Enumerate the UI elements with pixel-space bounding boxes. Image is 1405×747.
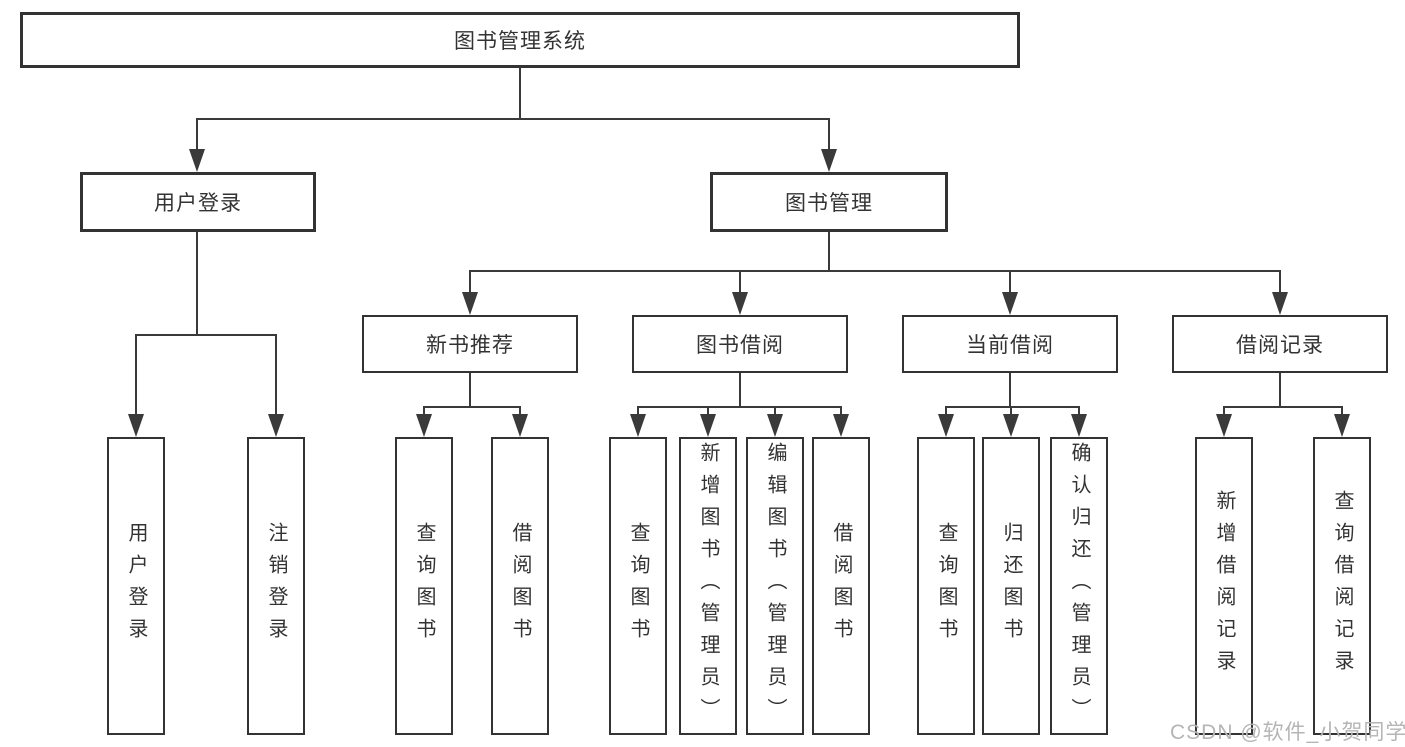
connector-line: [945, 406, 947, 418]
leaf-query-books-borrow: 查询图书: [609, 437, 667, 735]
connector-line: [707, 406, 709, 418]
leaf-label: 归还图书: [1000, 522, 1022, 650]
arrow-down-icon: [189, 149, 205, 172]
arrow-down-icon: [700, 414, 716, 437]
arrow-down-icon: [1334, 414, 1350, 437]
arrow-down-icon: [821, 149, 837, 172]
connector-line: [196, 232, 198, 336]
arrow-down-icon: [767, 414, 783, 437]
connector-line: [1341, 406, 1343, 418]
arrow-down-icon: [416, 414, 432, 437]
connector-line: [469, 373, 471, 408]
leaf-label: 查询图书: [627, 522, 649, 650]
leaf-label: 确认归还（管理员）: [1068, 442, 1090, 730]
leaf-borrow-books-recommend: 借阅图书: [491, 437, 549, 735]
connector-line: [1279, 270, 1281, 296]
leaf-query-books-recommend: 查询图书: [395, 437, 453, 735]
arrow-down-icon: [512, 414, 528, 437]
leaf-label: 查询借阅记录: [1331, 490, 1353, 682]
connector-line: [739, 270, 741, 296]
connector-line: [196, 118, 830, 120]
arrow-down-icon: [1216, 414, 1232, 437]
arrow-down-icon: [1272, 292, 1288, 315]
leaf-label: 用户登录: [125, 522, 147, 650]
arrow-down-icon: [938, 414, 954, 437]
leaf-query-borrow-record: 查询借阅记录: [1313, 437, 1371, 735]
connector-line: [1009, 270, 1011, 296]
leaf-confirm-return-admin: 确认归还（管理员）: [1050, 437, 1108, 735]
arrow-down-icon: [128, 414, 144, 437]
connector-line: [774, 406, 776, 418]
node-current-borrow: 当前借阅: [902, 315, 1118, 373]
leaf-label: 新增图书（管理员）: [697, 442, 719, 730]
leaf-add-books-admin: 新增图书（管理员）: [679, 437, 737, 735]
leaf-user-login: 用户登录: [107, 437, 165, 735]
connector-line: [275, 334, 277, 418]
leaf-label: 编辑图书（管理员）: [764, 442, 786, 730]
connector-line: [196, 118, 198, 154]
node-borrow-records: 借阅记录: [1172, 315, 1388, 373]
connector-line: [423, 406, 521, 408]
connector-line: [469, 270, 471, 296]
connector-line: [828, 232, 830, 272]
connector-line: [1010, 406, 1012, 418]
leaf-label: 借阅图书: [830, 522, 852, 650]
leaf-borrow-books: 借阅图书: [812, 437, 870, 735]
node-root: 图书管理系统: [20, 12, 1020, 68]
leaf-query-books-current: 查询图书: [917, 437, 975, 735]
leaf-return-books: 归还图书: [982, 437, 1040, 735]
arrow-down-icon: [462, 292, 478, 315]
arrow-down-icon: [732, 292, 748, 315]
connector-line: [469, 270, 1281, 272]
leaf-label: 借阅图书: [509, 522, 531, 650]
connector-line: [1279, 373, 1281, 408]
connector-line: [423, 406, 425, 418]
connector-line: [840, 406, 842, 418]
arrow-down-icon: [833, 414, 849, 437]
node-book-management: 图书管理: [710, 172, 948, 232]
leaf-label: 新增借阅记录: [1213, 490, 1235, 682]
leaf-label: 查询图书: [935, 522, 957, 650]
leaf-logout: 注销登录: [247, 437, 305, 735]
leaf-label: 查询图书: [413, 522, 435, 650]
connector-line: [135, 334, 277, 336]
arrow-down-icon: [1071, 414, 1087, 437]
connector-line: [1078, 406, 1080, 418]
node-new-book-recommend: 新书推荐: [362, 315, 578, 373]
connector-line: [739, 373, 741, 408]
connector-line: [135, 334, 137, 418]
csdn-watermark: CSDN @软件_小贺同学: [1170, 721, 1405, 744]
node-book-borrow: 图书借阅: [632, 315, 848, 373]
connector-line: [637, 406, 639, 418]
node-user-login: 用户登录: [80, 172, 316, 232]
connector-line: [637, 406, 842, 408]
connector-line: [1223, 406, 1343, 408]
arrow-down-icon: [268, 414, 284, 437]
connector-line: [945, 406, 1080, 408]
connector-line: [1223, 406, 1225, 418]
connector-line: [828, 118, 830, 154]
arrow-down-icon: [1002, 292, 1018, 315]
leaf-label: 注销登录: [265, 522, 287, 650]
arrow-down-icon: [1003, 414, 1019, 437]
leaf-edit-books-admin: 编辑图书（管理员）: [746, 437, 804, 735]
connector-line: [1009, 373, 1011, 408]
arrow-down-icon: [630, 414, 646, 437]
connector-line: [519, 406, 521, 418]
leaf-add-borrow-record: 新增借阅记录: [1195, 437, 1253, 735]
connector-line: [519, 68, 521, 120]
